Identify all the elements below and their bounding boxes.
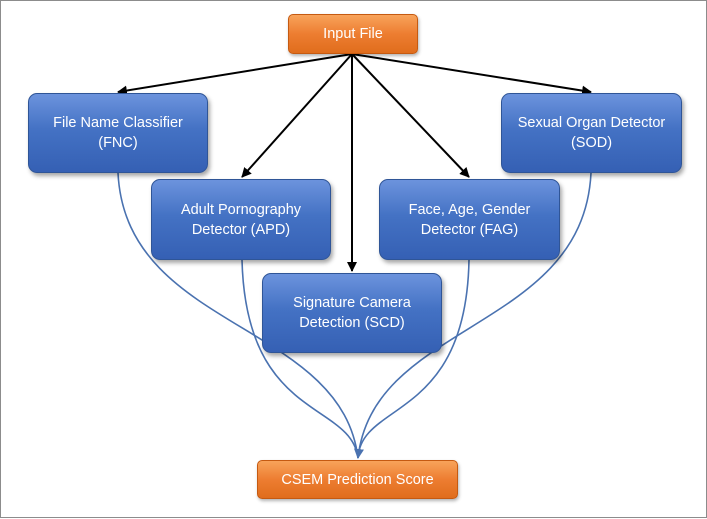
arrow-input-to-sod bbox=[351, 53, 592, 96]
arrow-input-to-apd bbox=[241, 53, 353, 178]
fag-node: Face, Age, Gender Detector (FAG) bbox=[379, 179, 560, 260]
apd-label: Adult Pornography Detector (APD) bbox=[180, 201, 302, 238]
curve-apd-to-output bbox=[241, 259, 359, 459]
csem-prediction-score-label: CSEM Prediction Score bbox=[281, 471, 434, 488]
input-file-label: Input File bbox=[323, 26, 383, 42]
scd-node: Signature Camera Detection (SCD) bbox=[262, 273, 442, 353]
arrow-input-to-fnc bbox=[117, 53, 353, 96]
apd-node: Adult Pornography Detector (APD) bbox=[151, 179, 331, 260]
sod-label: Sexual Organ Detector (SOD) bbox=[517, 115, 666, 151]
scd-label: Signature Camera Detection (SCD) bbox=[293, 295, 411, 331]
fag-label: Face, Age, Gender Detector (FAG) bbox=[408, 201, 531, 238]
curve-fag-to-output bbox=[357, 259, 470, 459]
sod-node: Sexual Organ Detector (SOD) bbox=[501, 93, 682, 173]
arrow-input-to-fag bbox=[351, 53, 470, 178]
curve-fnc-to-output bbox=[117, 172, 359, 459]
csem-prediction-score-node: CSEM Prediction Score bbox=[257, 460, 458, 499]
curve-sod-to-output bbox=[354, 172, 592, 459]
fnc-label: File Name Classifier (FNC) bbox=[53, 115, 183, 151]
fnc-node: File Name Classifier (FNC) bbox=[28, 93, 208, 173]
input-file-node: Input File bbox=[288, 14, 418, 54]
